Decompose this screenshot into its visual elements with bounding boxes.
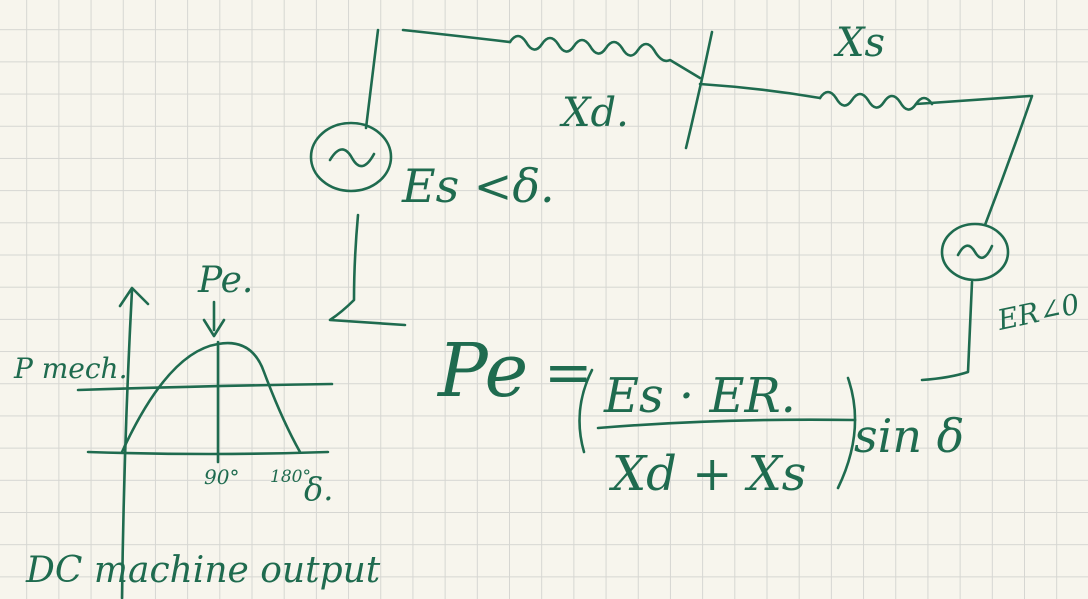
wire-right-bottom — [920, 280, 974, 382]
right-paren — [836, 376, 857, 490]
graph-delta-label: δ. — [304, 470, 333, 508]
equation-denominator: Xd + Xs — [608, 446, 806, 502]
labels: Xs Xd. Es <δ. ER∠0 Pe = Es · ER. Xd + Xs… — [13, 20, 1082, 591]
xs-label: Xs — [833, 20, 885, 66]
graph-pmech-label: P mech. — [13, 352, 127, 385]
y-axis-arrow — [118, 286, 150, 308]
wire-top-left — [401, 28, 512, 44]
power-curve — [120, 341, 302, 454]
caption: DC machine output — [25, 550, 381, 591]
x-axis — [86, 450, 330, 456]
wire-right — [983, 94, 1034, 227]
power-angle-graph — [76, 286, 334, 599]
pe-arrow — [202, 300, 226, 338]
xd-reactance-coil — [508, 34, 702, 80]
tick-90-label: 90° — [204, 465, 239, 489]
pmech-line — [76, 382, 334, 392]
tick-180-label: 180° — [270, 467, 311, 487]
fraction-bar — [596, 418, 857, 430]
circuit — [309, 28, 1034, 382]
equation-trig: sin δ — [854, 409, 964, 463]
source-voltage-label: Es <δ. — [401, 159, 555, 213]
pmech-label: P mech. — [13, 352, 127, 385]
bus-bar — [684, 30, 714, 150]
source-generator-symbol — [309, 121, 393, 193]
wire-middle — [698, 82, 822, 100]
equation-strokes — [578, 368, 857, 490]
wire-top-right — [914, 94, 1032, 106]
left-paren — [578, 368, 594, 454]
graph-pe-label: Pe. — [197, 260, 253, 301]
receiver-sine-icon — [956, 244, 994, 260]
xd-label: Xd. — [559, 90, 629, 136]
wire-left-bottom — [328, 213, 407, 327]
source-sine-icon — [328, 148, 376, 168]
wire-left-top — [364, 28, 380, 130]
receiver-voltage-label: ER∠0 — [994, 287, 1083, 337]
equation-lhs: Pe — [436, 328, 528, 414]
equation-numerator: Es · ER. — [603, 368, 796, 424]
equation-equals: = — [544, 338, 593, 406]
receiver-generator-symbol — [940, 222, 1010, 282]
xs-reactance-coil — [818, 90, 934, 111]
